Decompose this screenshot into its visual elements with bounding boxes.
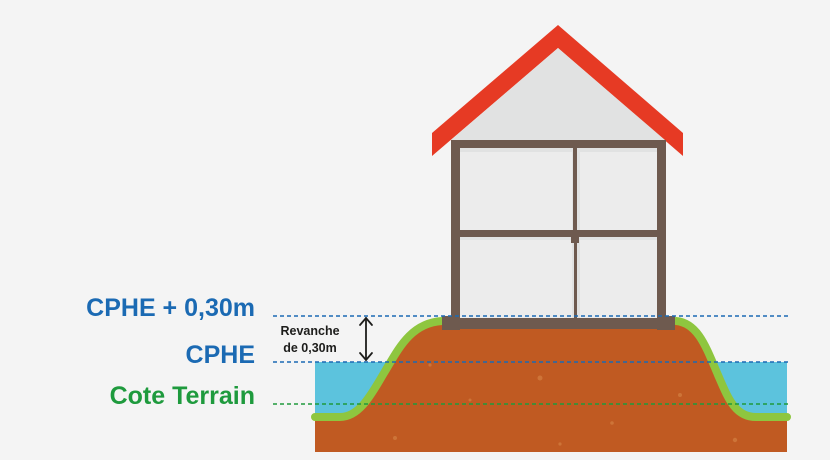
grass-right-edge xyxy=(672,317,791,421)
revanche-line-1: Revanche xyxy=(280,324,340,338)
wall-panel xyxy=(460,152,572,232)
house-frame xyxy=(442,140,675,330)
wall-panel xyxy=(460,240,572,318)
roof xyxy=(432,25,683,156)
revanche-label: Revanche de 0,30m xyxy=(270,323,350,357)
soil-embankment xyxy=(315,321,787,452)
wall-panel xyxy=(580,240,657,318)
cphe-plus-label: CPHE + 0,30m xyxy=(86,294,255,322)
cphe-label: CPHE xyxy=(185,341,255,369)
revanche-line-2: de 0,30m xyxy=(283,341,337,355)
soil-texture xyxy=(393,363,738,446)
revanche-arrow xyxy=(359,316,373,362)
grass-left-edge xyxy=(311,317,446,421)
cote-terrain-label: Cote Terrain xyxy=(109,382,255,410)
wall-panel xyxy=(580,152,657,232)
gable-wall xyxy=(451,48,665,140)
